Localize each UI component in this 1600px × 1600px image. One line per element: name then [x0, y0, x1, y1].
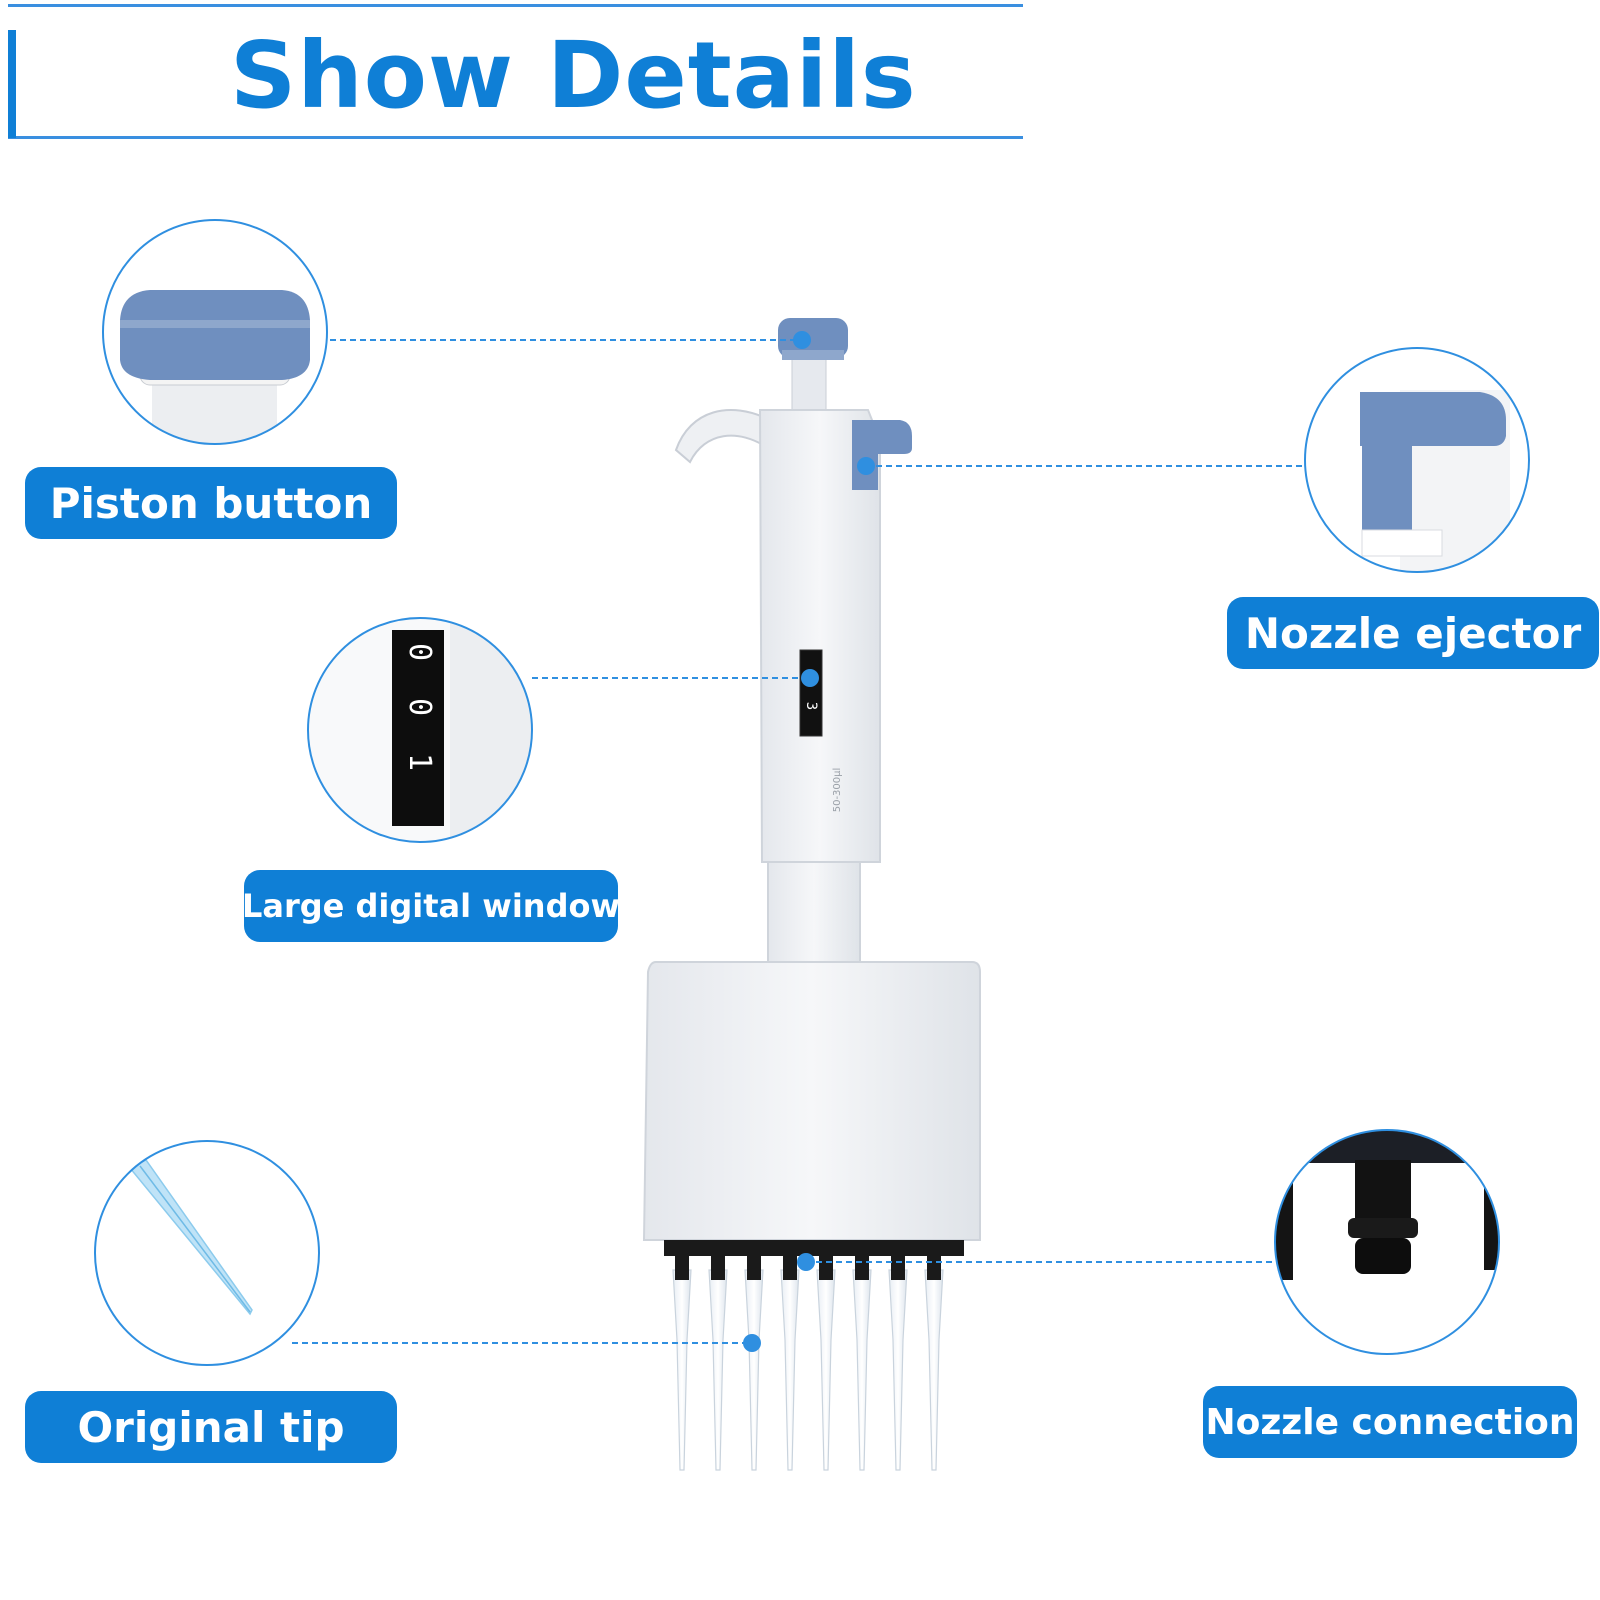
zoom-digit-3: 1	[402, 753, 437, 771]
tip-dot	[743, 1334, 761, 1352]
header-accent-bar	[8, 30, 16, 138]
callout-lines	[292, 339, 1303, 1344]
header-bottom-rule	[8, 136, 1023, 139]
zoom-digit-2: 0	[402, 698, 437, 716]
nozzle-4	[783, 1252, 797, 1280]
nozzle-5	[819, 1252, 833, 1280]
label-nozzle-connection: Nozzle connection	[1203, 1386, 1577, 1458]
tip-5	[816, 1269, 836, 1471]
piston-dot	[793, 331, 811, 349]
range-marking: 50-300μl	[832, 768, 843, 813]
nozzle-8	[927, 1252, 941, 1280]
nozzle-2	[711, 1252, 725, 1280]
piston-cap	[778, 318, 848, 358]
callout-dots	[743, 331, 875, 1352]
nozzle-3	[747, 1252, 761, 1280]
zoom-digit-1: 0	[402, 643, 437, 661]
tip-6	[852, 1269, 872, 1471]
tip-3	[744, 1269, 764, 1471]
tip-1	[672, 1269, 692, 1471]
nozzle-6	[855, 1252, 869, 1280]
tip-7	[888, 1269, 908, 1471]
zoom-piston-button	[102, 219, 328, 445]
dial-digit-2: 3	[803, 702, 819, 710]
tip-8	[924, 1269, 944, 1471]
handle-body	[758, 409, 881, 863]
zoom-digital-window: 0 0 1	[307, 617, 533, 843]
page-title: Show Details	[230, 22, 917, 129]
manifold	[642, 961, 981, 1241]
nozzle-rail	[664, 1240, 964, 1256]
pipette: 0 3 50-300μl	[642, 318, 981, 1256]
pipette-nozzles	[675, 1252, 941, 1280]
zoom-nozzle-ejector	[1304, 347, 1530, 573]
zoom-original-tip	[94, 1140, 320, 1366]
tip-4	[780, 1269, 800, 1471]
zoom-nozzle-connection	[1274, 1129, 1500, 1355]
nozzle-7	[891, 1252, 905, 1280]
pipette-neck	[767, 861, 861, 963]
label-piston-button: Piston button	[25, 467, 397, 539]
ejector-lever	[852, 420, 912, 490]
tip-2	[708, 1269, 728, 1471]
connection-dot	[797, 1253, 815, 1271]
label-nozzle-ejector: Nozzle ejector	[1227, 597, 1599, 669]
counter-window	[799, 649, 823, 737]
ejector-dot	[857, 457, 875, 475]
window-dot	[801, 669, 819, 687]
label-original-tip: Original tip	[25, 1391, 397, 1463]
label-large-digital-window: Large digital window	[242, 870, 620, 942]
finger-hook	[674, 409, 772, 464]
header-top-rule	[8, 4, 1023, 7]
pipette-tips	[672, 1269, 944, 1471]
nozzle-1	[675, 1252, 689, 1280]
